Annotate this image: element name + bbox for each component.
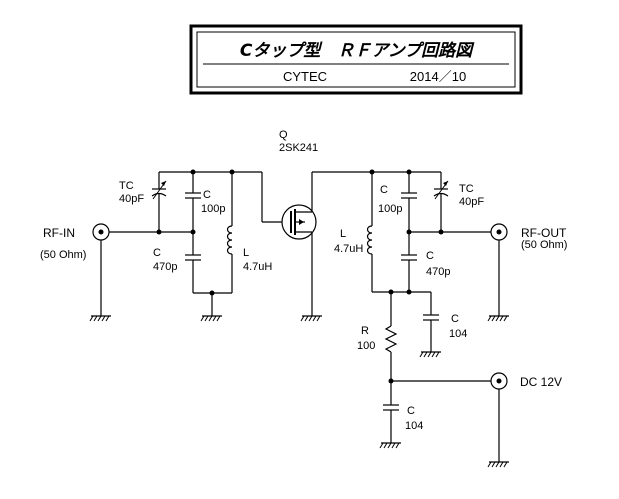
output-section <box>312 169 510 468</box>
tc-in-value: 40pF <box>119 193 144 205</box>
c-out-bottom-ref: C <box>426 250 434 262</box>
fet-transistor <box>281 172 323 322</box>
fet-part-label: 2SK241 <box>279 142 318 154</box>
title-block: Cタップ型 ＲＦアンプ回路図 CYTEC 2014／10 <box>189 24 523 95</box>
fet-ref-label: Q <box>279 129 288 141</box>
c-bypass-2-value: 104 <box>405 420 423 432</box>
dc-12v-label: DC 12V <box>520 375 562 389</box>
tc-out-ref: TC <box>459 183 474 195</box>
labels: Q 2SK241 RF-IN (50 Ohm) RF-OUT (50 Ohm) … <box>40 129 567 432</box>
c-out-top-value: 100p <box>378 203 402 215</box>
l-in-ref: L <box>243 247 249 259</box>
c-in-bottom-ref: C <box>153 247 161 259</box>
tc-out-value: 40pF <box>459 196 484 208</box>
company-name: CYTEC <box>283 69 327 84</box>
c-bypass-1-value: 104 <box>449 328 467 340</box>
l-in-value: 4.7uH <box>243 261 272 273</box>
tc-in-ref: TC <box>119 180 134 192</box>
c-out-bottom-value: 470p <box>426 266 450 278</box>
c-in-bottom-value: 470p <box>153 261 177 273</box>
r-feed-value: 100 <box>357 340 375 352</box>
c-in-top-value: 100p <box>201 203 225 215</box>
rf-out-impedance: (50 Ohm) <box>521 239 567 251</box>
diagram-title: Cタップ型 ＲＦアンプ回路図 <box>240 41 475 61</box>
r-feed-ref: R <box>361 325 369 337</box>
rf-out-label: RF-OUT <box>521 226 567 240</box>
diagram-date: 2014／10 <box>410 69 466 84</box>
c-bypass-2-ref: C <box>407 405 415 417</box>
input-section <box>89 169 289 322</box>
l-out-ref: L <box>340 228 346 240</box>
c-in-top-ref: C <box>203 189 211 201</box>
l-out-value: 4.7uH <box>334 243 363 255</box>
c-bypass-1-ref: C <box>451 313 459 325</box>
rf-in-label: RF-IN <box>43 226 75 240</box>
rf-in-impedance: (50 Ohm) <box>40 249 86 261</box>
c-out-top-ref: C <box>380 184 388 196</box>
